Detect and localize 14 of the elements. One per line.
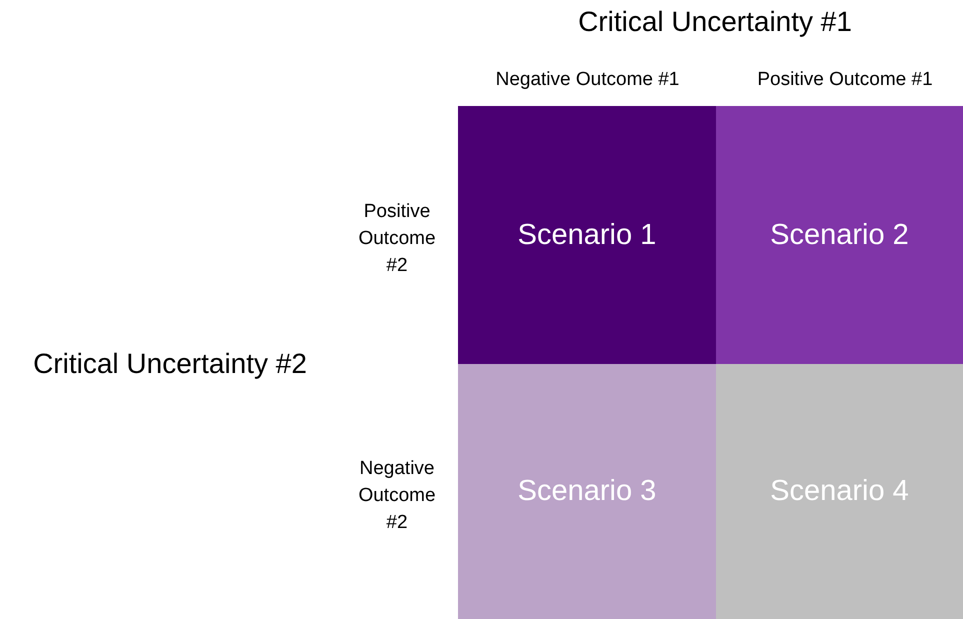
scenario-label: Scenario 2: [770, 218, 909, 252]
axis-value-label: Negative Outcome #1: [494, 68, 680, 92]
axis-value-label: Negative Outcome #2: [357, 457, 437, 535]
scenario-box: [716, 364, 963, 619]
scenario-label: Scenario 4: [770, 475, 909, 508]
scenario-box: [458, 106, 716, 364]
scenario-label: Scenario 3: [518, 475, 656, 508]
axis-value-label: Positive Outcome #2: [357, 200, 437, 278]
scenario-box: [458, 364, 716, 619]
axis-value-label: Positive Outcome #1: [756, 68, 934, 92]
axis-title: Critical Uncertainty #1: [577, 5, 853, 39]
scenario-label: Scenario 1: [518, 218, 656, 252]
scenario-box: [716, 106, 963, 364]
axis-title: Critical Uncertainty #2: [32, 347, 308, 381]
